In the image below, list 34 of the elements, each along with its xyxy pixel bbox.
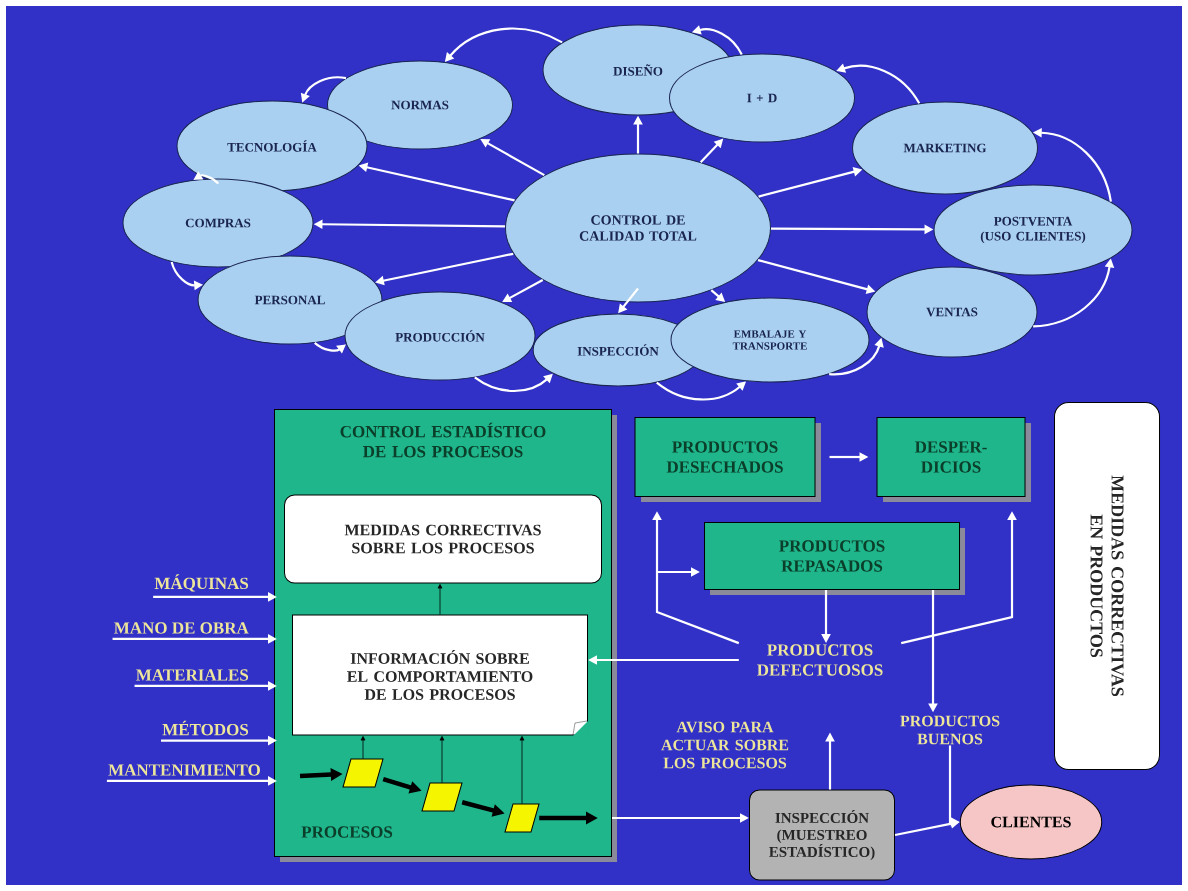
process-parallelogram bbox=[342, 758, 384, 788]
input-label: MÁQUINAS bbox=[154, 574, 249, 592]
arrow bbox=[439, 736, 445, 784]
ellipse-node: MARKETING bbox=[852, 101, 1038, 195]
ellipse-node: COMPRAS bbox=[122, 178, 314, 268]
ellipse-node: TECNOLOGÍA bbox=[176, 100, 368, 192]
rounded-box: MEDIDAS CORRECTIVAS EN PRODUCTOS bbox=[1054, 402, 1160, 770]
process-box: PRODUCTOS DESECHADOS bbox=[634, 417, 821, 502]
input-label: MANO DE OBRA bbox=[114, 622, 249, 634]
ellipse-node: EMBALAJE Y TRANSPORTE bbox=[670, 297, 870, 383]
process-label: PROCESOS bbox=[301, 826, 393, 838]
process-box: PRODUCTOS REPASADOS bbox=[704, 522, 965, 595]
process-parallelogram bbox=[421, 782, 463, 812]
document-box: INFORMACIÓN SOBRE EL COMPORTAMIENTO DE LOS PROCESOS bbox=[292, 614, 588, 736]
ellipse-node: CLIENTES bbox=[959, 784, 1103, 860]
arrow bbox=[519, 736, 525, 805]
ellipse-node: POSTVENTA (USO CLIENTES) bbox=[933, 184, 1133, 276]
ellipse-node: I + D bbox=[669, 53, 855, 143]
rounded-box: MEDIDAS CORRECTIVAS SOBRE LOS PROCESOS bbox=[284, 494, 602, 584]
process-parallelogram bbox=[504, 803, 540, 833]
ellipse-node: VENTAS bbox=[866, 266, 1038, 358]
process-box: DESPER- DICIOS bbox=[876, 417, 1031, 502]
arrow bbox=[437, 584, 443, 615]
ellipse-node: PERSONAL bbox=[197, 255, 383, 345]
input-label: MATERIALES bbox=[136, 669, 249, 681]
arrow bbox=[360, 736, 366, 760]
ellipse-node: NORMAS bbox=[327, 60, 513, 150]
flow-label: AVISO PARA ACTUAR SOBRE LOS PROCESOS bbox=[661, 721, 789, 769]
input-label: MANTENIMIENTO bbox=[108, 764, 260, 776]
flow-label: PRODUCTOS DEFECTUOSOS bbox=[757, 644, 883, 676]
flow-label: PRODUCTOS BUENOS bbox=[900, 715, 1000, 745]
input-label: MÉTODOS bbox=[162, 720, 249, 736]
inspection-box: INSPECCIÓN (MUESTREO ESTADÍSTICO) bbox=[749, 789, 895, 881]
ellipse-node: PRODUCCIÓN bbox=[344, 291, 536, 381]
